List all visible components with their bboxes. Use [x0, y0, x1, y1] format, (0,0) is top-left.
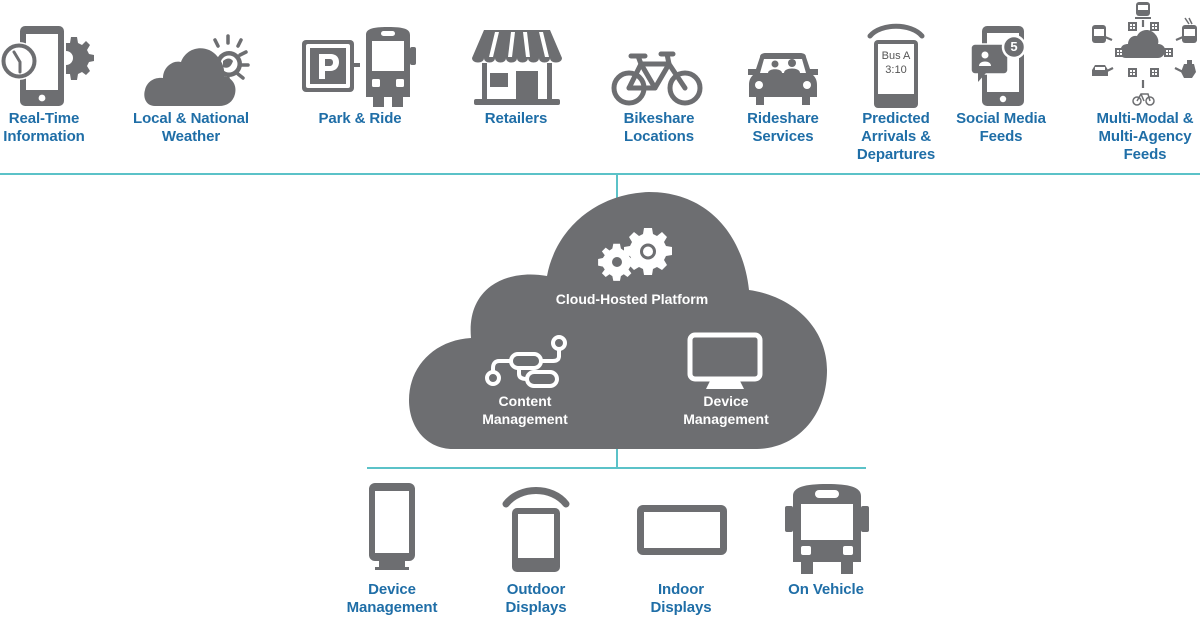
source-label: Real-Time Information — [3, 110, 85, 145]
output-label: Outdoor Displays — [505, 581, 567, 616]
source-label: Retailers — [484, 110, 548, 127]
module-label: Device Management — [683, 393, 769, 427]
cloud-sun-icon — [143, 34, 250, 106]
top-vertical-connector — [616, 174, 618, 200]
top-connector-line — [0, 173, 1200, 175]
workflow-icon — [485, 334, 569, 388]
bus-stop-sign-icon — [867, 22, 925, 108]
bus-stop-sign-text: Bus A 3:10 — [881, 50, 911, 76]
source-label: Park & Ride — [318, 110, 402, 127]
phone-clock-gear-icon — [0, 24, 94, 108]
gears-icon — [598, 226, 674, 284]
source-label: Multi-Modal & Multi-Agency Feeds — [1096, 110, 1194, 163]
bicycle-icon — [611, 50, 703, 106]
notification-badge-count: 5 — [1010, 39, 1018, 54]
output-label: Device Management — [346, 581, 438, 616]
source-label: Rideshare Services — [747, 110, 819, 145]
output-label: Indoor Displays — [650, 581, 712, 616]
car-passengers-icon — [746, 53, 820, 105]
source-label: Social Media Feeds — [956, 110, 1046, 145]
monitor-icon — [687, 332, 763, 389]
parking-bus-icon — [302, 27, 418, 107]
source-label: Bikeshare Locations — [623, 110, 695, 145]
module-label: Content Management — [482, 393, 568, 427]
source-label: Predicted Arrivals & Departures — [856, 110, 936, 163]
indoor-screen-icon — [635, 503, 729, 557]
platform-title: Cloud-Hosted Platform — [555, 291, 709, 307]
kiosk-display-icon — [367, 483, 417, 571]
phone-chat-notification-icon — [970, 24, 1034, 108]
storefront-icon — [472, 30, 562, 106]
output-label: On Vehicle — [788, 581, 864, 598]
bottom-vertical-connector — [616, 445, 618, 468]
bottom-connector-line — [367, 467, 866, 469]
bus-front-icon — [785, 484, 869, 574]
source-label: Local & National Weather — [133, 110, 249, 145]
outdoor-shelter-display-icon — [502, 484, 570, 572]
multimodal-network-icon — [1088, 0, 1200, 108]
